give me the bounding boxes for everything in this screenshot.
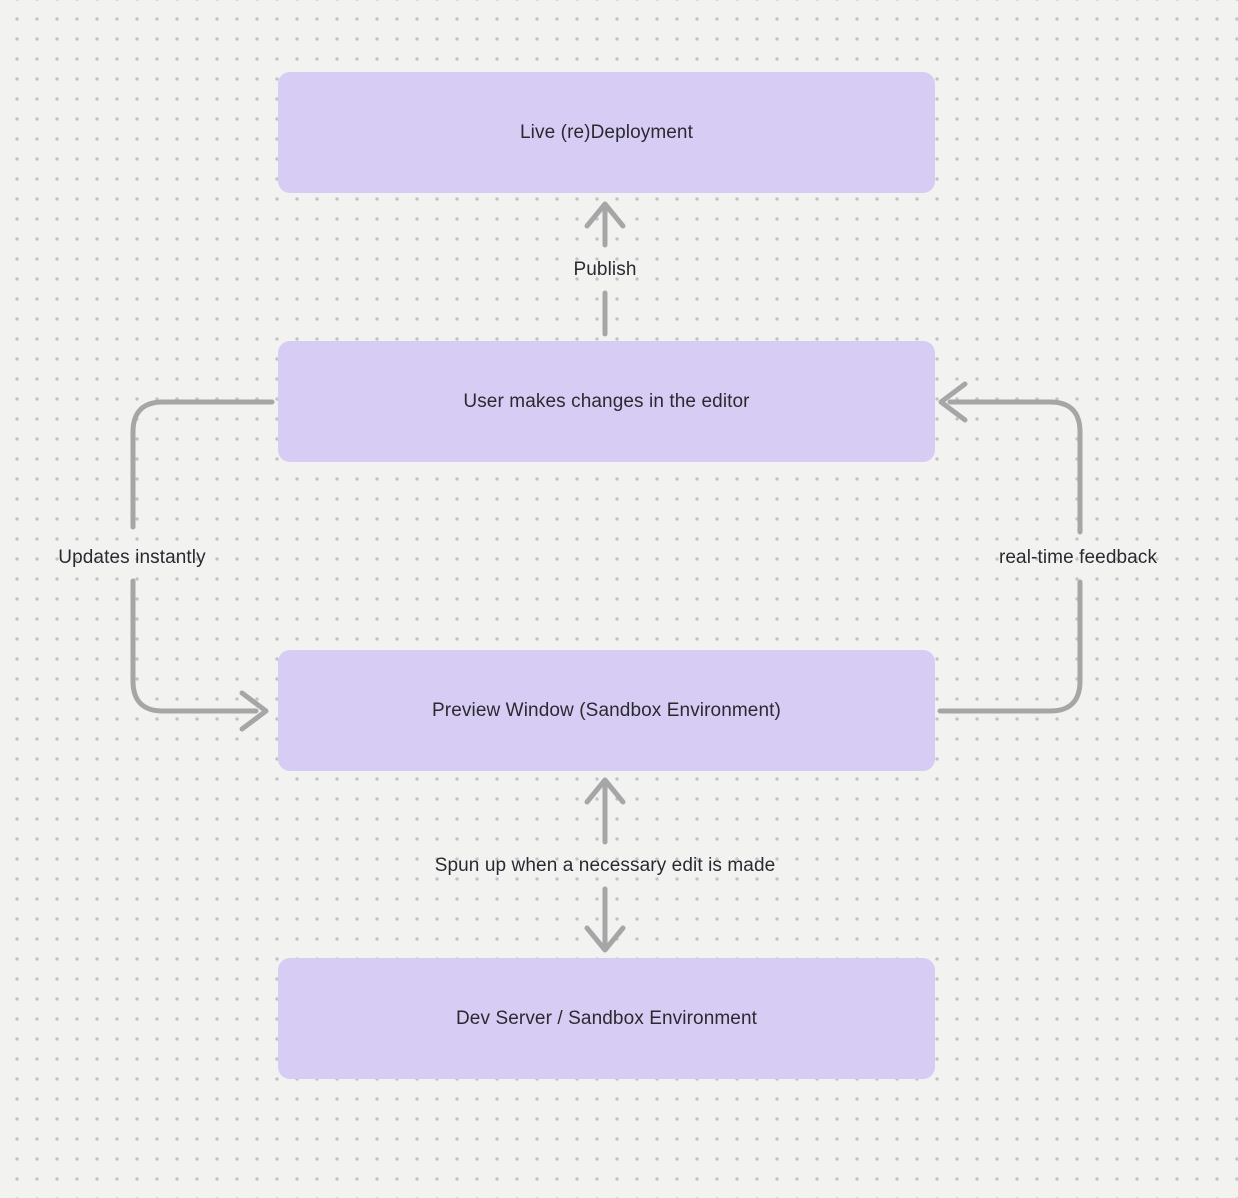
edge-label-spun-up: Spun up when a necessary edit is made bbox=[434, 855, 776, 876]
node-live-deployment[interactable]: Live (re)Deployment bbox=[278, 72, 935, 193]
node-dev-server-label: Dev Server / Sandbox Environment bbox=[455, 1007, 757, 1029]
edge-label-updates-instantly: Updates instantly bbox=[58, 547, 206, 568]
node-editor[interactable]: User makes changes in the editor bbox=[278, 341, 935, 462]
node-dev-server[interactable]: Dev Server / Sandbox Environment bbox=[278, 958, 935, 1079]
node-editor-label: User makes changes in the editor bbox=[463, 390, 750, 412]
edge-label-publish: Publish bbox=[573, 259, 637, 280]
spun-up-arrow bbox=[584, 777, 626, 953]
edge-label-real-time-feedback: real-time feedback bbox=[998, 547, 1158, 568]
real-time-feedback-arrow bbox=[937, 381, 1083, 714]
node-preview-window-label: Preview Window (Sandbox Environment) bbox=[432, 699, 781, 721]
node-live-deployment-label: Live (re)Deployment bbox=[520, 121, 693, 143]
updates-instantly-arrow bbox=[130, 399, 275, 732]
node-preview-window[interactable]: Preview Window (Sandbox Environment) bbox=[278, 650, 935, 771]
publish-arrow bbox=[584, 201, 626, 337]
